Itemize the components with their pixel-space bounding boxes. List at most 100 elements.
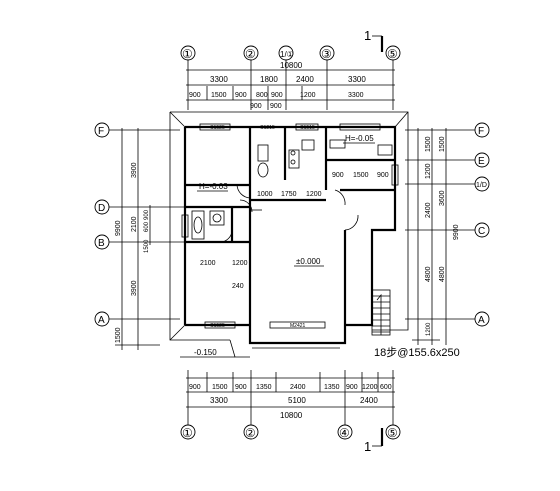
dim-bottom: 1500 xyxy=(212,384,228,391)
top-dimensions: 10800 3300 1800 2400 3300 900 1500 900 8… xyxy=(186,60,395,110)
axis-label: ① xyxy=(182,426,193,440)
door-dim: 1200 xyxy=(306,191,322,198)
axis-label: ② xyxy=(245,426,256,440)
doors xyxy=(219,184,359,243)
dim-top: 1500 xyxy=(211,92,227,99)
left-dimensions: 9900 1500 3900 2100 3900 1500 600 900 xyxy=(109,128,185,350)
dim-top: 1800 xyxy=(260,75,278,84)
axis-label: B xyxy=(98,238,105,249)
axis-label: 1/① xyxy=(280,50,294,59)
right-dimensions: 1500 1200 2400 4800 1200 3600 4800 1500 … xyxy=(405,128,475,345)
porch xyxy=(180,339,340,358)
dim-bottom-total: 10800 xyxy=(280,411,303,420)
elevation-label: H=-0.03 xyxy=(199,182,228,191)
dim-top-total: 10800 xyxy=(280,61,303,70)
dim-bottom: 3300 xyxy=(210,396,228,405)
dim-left: 2100 xyxy=(131,216,138,232)
dim-top: 1200 xyxy=(300,92,316,99)
dim-top: 900 xyxy=(270,103,282,110)
axis-label: ④ xyxy=(339,426,350,440)
axis-label: A xyxy=(98,315,105,326)
dim-left: 1500 xyxy=(144,239,150,253)
windows xyxy=(181,123,399,329)
dim-bottom: 900 xyxy=(235,384,247,391)
axis-label: ① xyxy=(182,47,193,61)
dim-left: 3900 xyxy=(131,162,138,178)
dim-top: 900 xyxy=(250,103,262,110)
dim-right: 1200 xyxy=(426,322,432,336)
room-dim: 1200 xyxy=(232,260,248,267)
bathroom-fixtures xyxy=(191,139,315,240)
dim-top: 900 xyxy=(271,92,283,99)
dim-right: 1500 xyxy=(439,136,446,152)
door-dim: 1500 xyxy=(353,172,369,179)
dim-bottom: 2400 xyxy=(290,384,306,391)
section-mark-label: 1 xyxy=(364,439,371,454)
elevation-label: ±0.000 xyxy=(296,257,321,266)
dim-bottom: 2400 xyxy=(360,396,378,405)
window-label: M2421 xyxy=(290,323,306,329)
room-dim: 240 xyxy=(232,283,244,290)
axis-label: F xyxy=(478,126,484,137)
dim-left: 3900 xyxy=(131,280,138,296)
axis-circles-right: F E 1/D C A xyxy=(474,122,490,327)
exterior-walls xyxy=(183,125,397,345)
dim-right: 1200 xyxy=(425,163,432,179)
window-label: C1515 xyxy=(300,125,315,131)
dim-right: 3600 xyxy=(439,190,446,206)
dim-top: 3300 xyxy=(210,75,228,84)
room-dim: 2100 xyxy=(200,260,216,267)
axis-label: ⑤ xyxy=(387,47,398,61)
axis-label: C xyxy=(478,226,485,237)
dim-left: 600 xyxy=(144,221,150,232)
section-mark-top: 1 xyxy=(364,28,384,52)
bottom-dimensions: 900 1500 900 1350 2400 1350 900 1200 600… xyxy=(186,370,395,425)
dim-left: 1500 xyxy=(115,327,122,343)
elevation-label: -0.150 xyxy=(194,348,217,357)
axis-label: ② xyxy=(245,47,256,61)
axis-label: D xyxy=(98,203,105,214)
axis-label: ③ xyxy=(321,47,332,61)
elevation-label: H=-0.05 xyxy=(345,134,374,143)
window-label: C1215 xyxy=(260,125,275,131)
dim-top: 2400 xyxy=(296,75,314,84)
dim-right: 4800 xyxy=(439,266,446,282)
dim-top: 900 xyxy=(235,92,247,99)
axis-label: ⑤ xyxy=(387,426,398,440)
dim-bottom: 1200 xyxy=(362,384,378,391)
axis-label: A xyxy=(478,315,485,326)
door-dim: 900 xyxy=(377,172,389,179)
stairs xyxy=(371,289,391,336)
door-dim: 1000 xyxy=(257,191,273,198)
dim-bottom: 1350 xyxy=(324,384,340,391)
dim-bottom: 900 xyxy=(346,384,358,391)
door-dim: 1750 xyxy=(281,191,297,198)
dim-bottom: 900 xyxy=(189,384,201,391)
dim-bottom: 1350 xyxy=(256,384,272,391)
interior-walls xyxy=(185,127,395,325)
section-mark-bottom: 1 xyxy=(364,428,384,454)
axis-label: E xyxy=(478,156,485,167)
window-label: C1525 xyxy=(210,323,225,329)
axis-label: 1/D xyxy=(476,182,487,189)
door-dim: 900 xyxy=(332,172,344,179)
stair-note: 18步@155.6x250 xyxy=(374,346,460,359)
dim-top: 900 xyxy=(189,92,201,99)
dim-top: 3300 xyxy=(348,92,364,99)
section-mark-label: 1 xyxy=(364,28,371,43)
dim-left: 9900 xyxy=(115,220,122,236)
window-label: C1525 xyxy=(210,125,225,131)
dim-bottom: 600 xyxy=(380,384,392,391)
axis-circles-top: ① ② 1/① ③ ⑤ xyxy=(180,45,401,61)
dim-right: 9900 xyxy=(453,224,460,240)
dim-right: 4800 xyxy=(425,266,432,282)
dim-right: 2400 xyxy=(425,202,432,218)
dim-top: 3300 xyxy=(348,75,366,84)
dim-left: 900 xyxy=(144,209,150,220)
axis-circles-bottom: ① ② ④ ⑤ xyxy=(180,424,401,440)
dim-bottom: 5100 xyxy=(288,396,306,405)
room-labels: H=-0.05 H=-0.03 ±0.000 -0.150 1000 1750 … xyxy=(194,125,460,359)
axis-label: F xyxy=(98,126,104,137)
dim-right: 1500 xyxy=(425,136,432,152)
